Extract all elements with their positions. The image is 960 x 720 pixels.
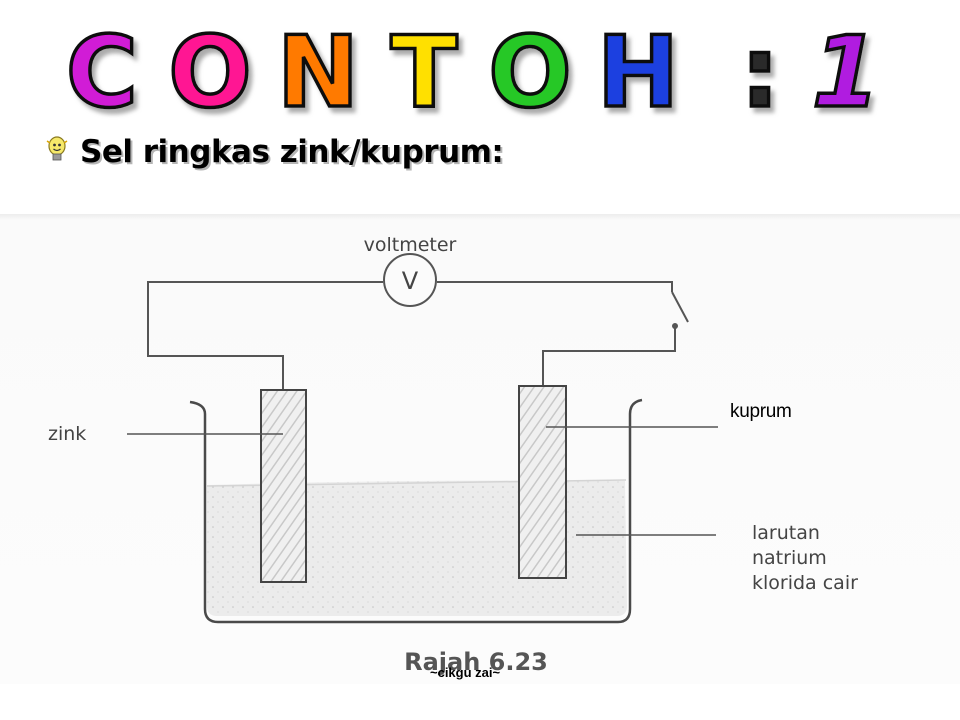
solution-label-line-2: natrium: [752, 547, 827, 569]
lightbulb-bullet-icon: [44, 135, 70, 170]
zinc-electrode: [260, 389, 307, 583]
voltmeter-symbol: V: [402, 267, 419, 295]
electrochemical-cell-diagram: V voltmeter zink larutan natrium klorida…: [48, 234, 858, 676]
solution-label-line-3: klorida cair: [752, 572, 858, 594]
title-letter: O: [168, 18, 251, 123]
title-letter: O: [488, 18, 571, 123]
title-letter: :: [740, 18, 779, 123]
title-letter: T: [391, 18, 458, 123]
copper-label: kuprum: [730, 401, 792, 422]
right-wire-lower: [542, 326, 676, 386]
title-letter: N: [277, 18, 359, 123]
voltmeter-label: voltmeter: [364, 234, 457, 256]
figure-caption: Rajah 6.23: [404, 648, 548, 676]
right-wire: [437, 281, 673, 292]
voltmeter-circle: [383, 253, 437, 307]
subtitle-text: Sel ringkas zink/kuprum:: [80, 134, 504, 170]
beaker: [189, 398, 643, 624]
subtitle-row: Sel ringkas zink/kuprum:: [44, 132, 504, 172]
copper-electrode: [518, 385, 567, 579]
title-letter: 1: [812, 18, 880, 123]
zinc-label: zink: [48, 423, 86, 445]
switch-lever: [671, 291, 689, 323]
credit-text: ~cikgu zai~: [430, 665, 501, 680]
left-wire: [147, 281, 383, 390]
solution-label-line-1: larutan: [752, 522, 820, 544]
title-letter: H: [597, 18, 679, 123]
title-letter: C: [66, 18, 138, 123]
